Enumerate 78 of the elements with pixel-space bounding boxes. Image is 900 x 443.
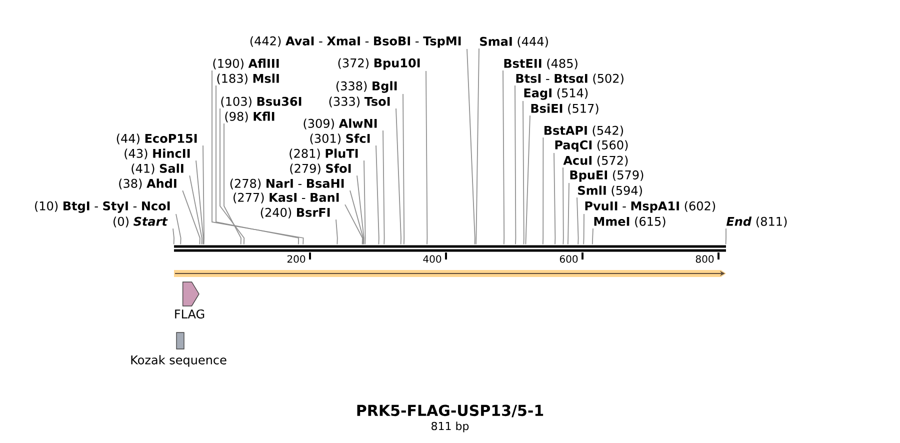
title: PRK5-FLAG-USP13/5-1 — [357, 404, 544, 418]
leader-line — [220, 108, 245, 245]
site-label: (281) PluTI — [290, 148, 358, 160]
leader-line — [525, 115, 530, 245]
site-label: (44) EcoP15I — [116, 134, 197, 144]
site-label: SmaI (444) — [480, 36, 548, 48]
leader-line — [514, 85, 516, 245]
leader-line — [542, 137, 544, 245]
feature-band — [174, 270, 726, 277]
leader-line — [725, 228, 726, 245]
caption: 811 bp — [432, 422, 469, 432]
feature-label: FLAG — [175, 309, 204, 319]
site-label: BsiEI (517) — [531, 104, 598, 114]
site-label: (278) NarI - BsaHI — [230, 178, 344, 190]
leader-line — [576, 197, 579, 245]
site-label: End (811) — [726, 216, 787, 228]
site-label: MmeI (615) — [594, 216, 666, 228]
site-label: (442) AvaI - XmaI - BsoBI - TspMI — [250, 36, 461, 48]
site-label: (43) HincII — [124, 148, 190, 160]
leader-line — [583, 214, 584, 245]
leader-line — [376, 145, 380, 245]
leader-line — [182, 190, 200, 245]
leader-line — [212, 70, 304, 245]
site-label: BpuEI (579) — [570, 170, 644, 182]
site-label: BstAPI (542) — [544, 126, 624, 136]
site-label: (372) Bpu10I — [338, 58, 420, 70]
sequence-bar — [174, 245, 726, 252]
leader-line — [356, 175, 364, 245]
tick-label: 600 — [560, 255, 578, 263]
site-label: EagI (514) — [524, 88, 588, 100]
leader-line — [364, 160, 366, 245]
site-label: (277) KasI - BanI — [234, 192, 339, 204]
site-label: (10) BtgI - StyI - NcoI — [35, 201, 170, 213]
site-label: (309) AlwNI — [304, 118, 377, 130]
leader-line — [382, 130, 385, 245]
leader-line — [554, 152, 556, 245]
leader-line — [522, 100, 524, 245]
leader-line — [396, 108, 402, 245]
feature-label: Kozak sequence — [131, 355, 226, 367]
leader-line — [196, 160, 204, 245]
site-label: BtsI - BtsαI (502) — [516, 74, 624, 84]
leader-line — [426, 70, 428, 245]
leader-line — [466, 48, 476, 245]
tick-label: 800 — [696, 255, 714, 263]
site-label: (41) SalI — [132, 164, 184, 174]
site-label: (103) Bsu36I — [221, 96, 302, 108]
leader-line — [502, 70, 505, 245]
site-label: PaqCI (560) — [555, 140, 628, 152]
site-label: (190) AflIII — [213, 58, 279, 70]
site-label: (338) BglI — [336, 81, 397, 93]
leader-line — [224, 123, 242, 245]
site-label: (0) Start — [114, 216, 168, 228]
leader-line — [350, 190, 364, 245]
leader-line — [336, 219, 338, 245]
leader-line — [476, 48, 480, 245]
leader-line — [567, 182, 570, 245]
site-label: (279) SfoI — [290, 164, 351, 174]
tick-label: 400 — [423, 255, 442, 263]
site-label: (98) KflI — [225, 112, 274, 122]
leader-line — [402, 94, 405, 245]
site-label: (183) MslI — [217, 74, 279, 84]
leader-line — [176, 214, 182, 245]
leader-line — [202, 145, 204, 245]
tick-label: 200 — [287, 255, 306, 263]
site-label: (240) BsrFI — [260, 208, 330, 218]
leader-line — [172, 228, 174, 245]
leader-line — [189, 175, 202, 245]
site-label: PvuII - MspA1I (602) — [585, 201, 716, 213]
site-label: (38) AhdI — [119, 178, 176, 190]
site-label: SmlI (594) — [578, 186, 642, 196]
site-label: AcuI (572) — [563, 156, 628, 166]
leader-line — [344, 204, 363, 245]
leader-line — [592, 228, 594, 245]
site-label: BstEII (485) — [504, 58, 578, 70]
site-label: (301) SfcI — [310, 134, 370, 144]
site-label: (333) TsoI — [329, 96, 390, 108]
leader-line — [216, 85, 300, 245]
leader-line — [562, 167, 564, 245]
